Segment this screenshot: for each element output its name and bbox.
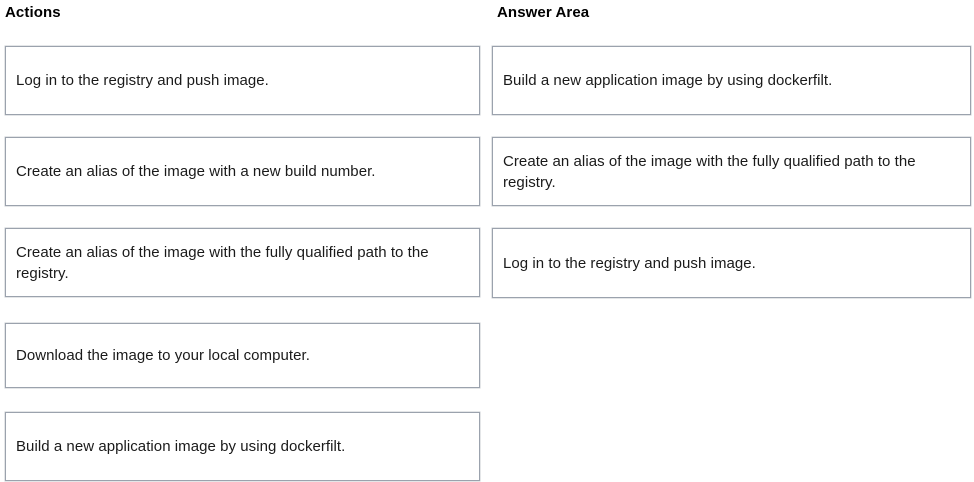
answer-item-2[interactable]: Log in to the registry and push image. [492,228,971,298]
action-item-3[interactable]: Download the image to your local compute… [5,323,480,388]
action-item-0[interactable]: Log in to the registry and push image. [5,46,480,115]
actions-column-header: Actions [5,4,61,21]
answer-item-label: Log in to the registry and push image. [503,254,756,272]
action-item-label: Create an alias of the image with the fu… [16,243,429,282]
answer-item-1[interactable]: Create an alias of the image with the fu… [492,137,971,206]
action-item-4[interactable]: Build a new application image by using d… [5,412,480,481]
action-item-label: Download the image to your local compute… [16,347,310,364]
action-item-2[interactable]: Create an alias of the image with the fu… [5,228,480,297]
answer-area-column-header: Answer Area [497,4,590,21]
action-item-label: Create an alias of the image with a new … [16,163,376,180]
answer-item-label: Create an alias of the image with the fu… [503,152,916,191]
action-item-label: Log in to the registry and push image. [16,72,269,89]
action-item-label: Build a new application image by using d… [16,438,346,455]
answer-item-label: Build a new application image by using d… [503,72,833,89]
answer-item-0[interactable]: Build a new application image by using d… [492,46,971,115]
action-item-1[interactable]: Create an alias of the image with a new … [5,137,480,206]
